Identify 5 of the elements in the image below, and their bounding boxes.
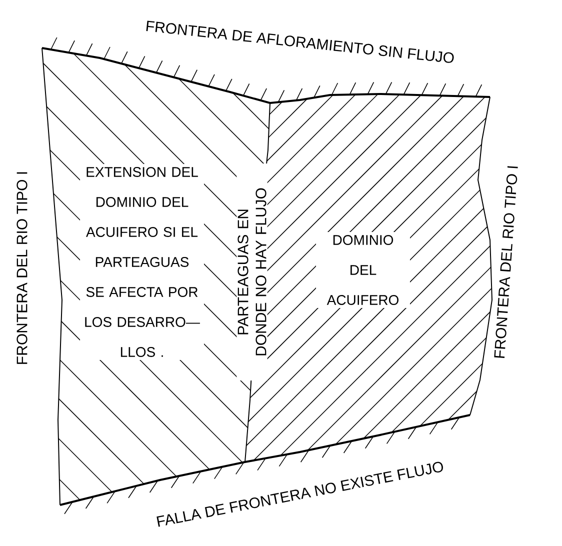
node-label: DOMINIO DEL ACUIFERO (326, 235, 399, 305)
node-label: EXTENSION DEL DOMINIO DEL ACUIFERO SI EL PARTEAGUAS SE AFECTA POR LOS DESARRO— LLOS . (85, 167, 200, 357)
divide-label: PARTEAGUAS EN DONDE NO HAY FLUJO (236, 164, 268, 380)
boundary-label: FRONTERA DEL RIO TIPO I (16, 170, 28, 366)
boundary-label: FRONTERA DEL RIO TIPO I (492, 164, 520, 360)
